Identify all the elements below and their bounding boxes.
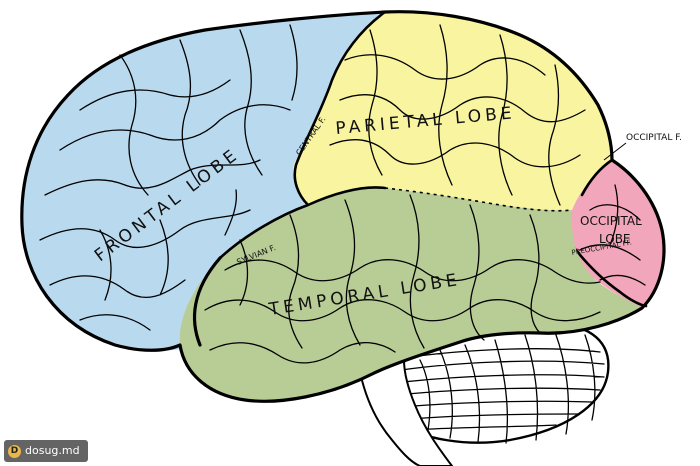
frontal-gyri: [39, 24, 298, 331]
parietal-gyri: [329, 24, 586, 206]
sylvian-fissure-line: [218, 186, 387, 260]
brain-stem: [358, 358, 454, 466]
temporal-lobe: [179, 186, 642, 402]
preoccipital-fissure-line: [570, 243, 648, 308]
parietal-lobe-shape: [292, 11, 612, 211]
watermark-badge[interactable]: D dosug.md: [4, 440, 88, 462]
temporal-gyri: [204, 194, 601, 364]
cerebellum-folia: [385, 331, 605, 444]
central-fissure-line: [293, 10, 387, 207]
occipital-lobe: [568, 158, 664, 308]
parieto-temporal-boundary: [384, 187, 573, 212]
occipital-lobe-shape: [568, 160, 664, 308]
watermark-text: dosug.md: [25, 444, 80, 457]
occipital-lobe-label-line2: LOBE: [599, 232, 631, 246]
occipital-lobe-label-line1: OCCIPITAL: [580, 214, 642, 228]
occipital-gyri: [579, 184, 646, 286]
frontal-lobe: [21, 12, 386, 351]
parietal-lobe: [292, 10, 612, 211]
occipital-fissure-line: [580, 158, 614, 197]
occipital-fissure-label: OCCIPITAL F.: [626, 133, 682, 143]
occipital-fissure-pointer: [603, 142, 627, 161]
brain-outline: [20, 10, 666, 403]
frontal-temporal-border: [193, 256, 222, 347]
watermark-logo-icon: D: [8, 444, 21, 458]
frontal-lobe-shape: [21, 12, 386, 351]
